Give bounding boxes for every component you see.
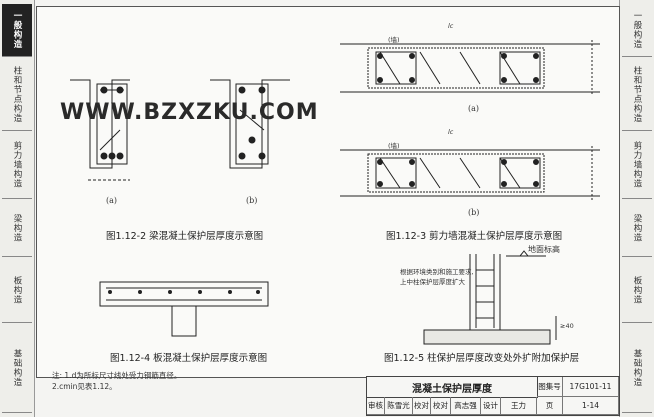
fig4-note-line1: 根据环境类别和施工要求, [400, 268, 474, 276]
right-tab-column[interactable]: 柱和节点构造 [622, 58, 652, 131]
check-label-2: 校对 [431, 397, 451, 415]
beam-section-b [210, 79, 290, 169]
fig2-lc-bottom: lc [448, 128, 454, 136]
page-label: 页 [537, 397, 563, 415]
note-1: 注: 1.d为所标尺寸线处受力钢筋直径。 [52, 371, 182, 380]
left-chapter-tabs: 一般构造 柱和节点构造 剪力墙构造 梁构造 板构造 基础构造 [0, 0, 35, 417]
left-tab-slab[interactable]: 板构造 [2, 258, 32, 323]
checker-name: 高志强 [451, 397, 481, 415]
left-tab-foundation[interactable]: 基础构造 [2, 324, 32, 413]
fig4-ground-level: 地面标高 [528, 245, 560, 254]
review-label: 审核 [367, 397, 385, 415]
fig3-caption: 图1.12-4 板混凝土保护层厚度示意图 [110, 353, 268, 364]
column-footing [423, 250, 557, 345]
left-tab-column[interactable]: 柱和节点构造 [2, 58, 32, 131]
right-tab-foundation[interactable]: 基础构造 [622, 324, 652, 413]
fig4-note-line2: 上中柱保护层厚度扩大 [400, 278, 465, 286]
fig4-dimension: ≥40 [560, 322, 574, 330]
right-tab-beam[interactable]: 梁构造 [622, 200, 652, 257]
atlas-label: 图集号 [537, 377, 563, 397]
page-number: 1-14 [563, 397, 619, 415]
site-watermark: WWW.BZXZKU.COM [60, 100, 319, 125]
right-tab-slab[interactable]: 板构造 [622, 258, 652, 323]
left-tab-beam[interactable]: 梁构造 [2, 200, 32, 257]
fig2-caption: 图1.12-3 剪力墙混凝土保护层厚度示意图 [386, 231, 563, 242]
fig1-label-b: (b) [246, 196, 258, 205]
title-block: 混凝土保护层厚度 图集号 17G101-11 审核 陈雪光 校对 校对 高志强 … [366, 376, 620, 416]
wall-section-b [340, 146, 600, 200]
drawing-title: 混凝土保护层厚度 [367, 377, 538, 398]
check-label: 校对 [413, 397, 431, 415]
right-tab-general[interactable]: 一般构造 [622, 4, 652, 57]
fig2-label-a: (a) [468, 104, 480, 113]
design-label: 设计 [481, 397, 501, 415]
reviewer-name: 陈雪光 [385, 397, 413, 415]
fig1-label-a: (a) [106, 196, 118, 205]
wall-section-a [340, 40, 600, 96]
atlas-number: 17G101-11 [563, 377, 619, 397]
fig2-lc-top: lc [448, 22, 454, 30]
fig1-caption: 图1.12-2 梁混凝土保护层厚度示意图 [106, 231, 264, 242]
left-tab-shearwall[interactable]: 剪力墙构造 [2, 132, 32, 199]
fig2-wall-label-top: (墙) [388, 36, 400, 44]
beam-section-a [70, 79, 130, 181]
note-2: 2.cmin见表1.12。 [52, 382, 117, 391]
left-tab-general[interactable]: 一般构造 [2, 4, 32, 57]
fig4-caption: 图1.12-5 柱保护层厚度改变处外扩附加保护层 [384, 353, 580, 364]
right-tab-shearwall[interactable]: 剪力墙构造 [622, 132, 652, 199]
designer-name: 王力 [501, 397, 537, 415]
slab-section [99, 281, 269, 337]
drawing-notes: 注: 1.d为所标尺寸线处受力钢筋直径。 2.cmin见表1.12。 [52, 370, 181, 392]
fig2-wall-label-bottom: (墙) [388, 142, 400, 150]
fig2-label-b: (b) [468, 208, 480, 217]
